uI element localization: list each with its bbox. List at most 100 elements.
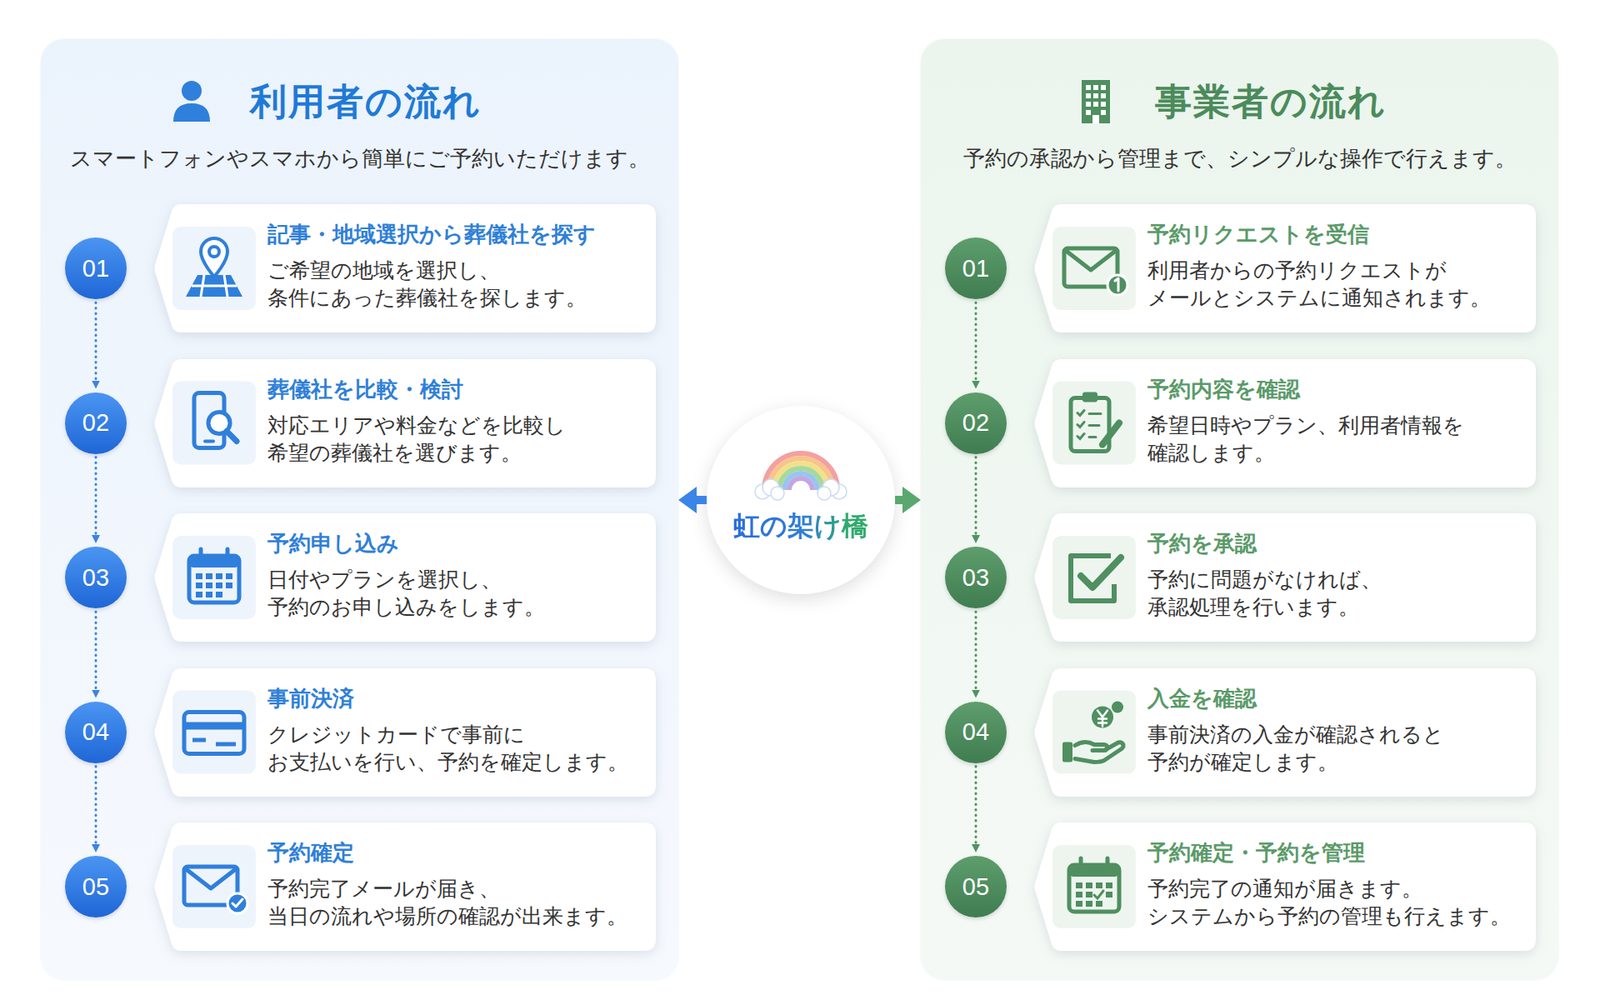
- credit-card-icon: [192, 738, 206, 743]
- step-connector: [975, 766, 978, 845]
- step-number-text: 05: [65, 855, 127, 918]
- building-icon: [1100, 93, 1106, 99]
- building-icon: [1092, 115, 1100, 124]
- calendar-icon: [195, 582, 203, 589]
- calendar-check-icon: [1105, 882, 1113, 889]
- building-icon: [1100, 110, 1106, 115]
- step-number: 05: [945, 855, 1007, 918]
- hub-label: 虹の架け橋: [733, 509, 869, 543]
- flow-panel: 事業者の流れ予約の承認から管理まで、シンプルな操作で行えます。 01 予約リクエスト…: [920, 39, 1559, 980]
- phone-search-icon: [172, 381, 256, 465]
- mail-check-icon: [184, 866, 238, 905]
- rainbow-illustration: [769, 458, 833, 490]
- phone-search-icon: [172, 381, 256, 465]
- map-icon: [172, 226, 256, 310]
- card-shape: [1035, 513, 1537, 642]
- payment-hand-icon: [1097, 710, 1108, 727]
- mail-check-icon: [227, 893, 248, 914]
- calendar-icon: [205, 582, 213, 589]
- step-title: 予約確定: [267, 838, 355, 867]
- step-description: 対応エリアや料金などを比較し 希望の葬儀社を選びます。: [267, 411, 647, 467]
- calendar-icon: [189, 555, 240, 568]
- step-connector: [95, 457, 98, 536]
- step-connector: [975, 302, 978, 381]
- step-number-text: 01: [65, 237, 127, 300]
- step-number-text: 02: [65, 392, 127, 455]
- step-title: 事前決済: [267, 684, 355, 713]
- approve-check-icon: [1052, 535, 1136, 620]
- building-icon: [1093, 85, 1099, 90]
- step-number: 03: [945, 546, 1007, 609]
- step-description: クレジットカードで事前に お支払いを行い、予約を確定します。: [267, 720, 647, 776]
- rainbow-illustration: [770, 486, 785, 500]
- step-connector: [975, 611, 978, 690]
- credit-card-icon: [184, 722, 245, 730]
- calendar-check-icon: [1075, 900, 1083, 907]
- card-shape: [1035, 822, 1537, 951]
- step-connector: [95, 766, 98, 845]
- step-description: ご希望の地域を選択し、 条件にあった葬儀社を探します。: [267, 256, 647, 312]
- step-description: 日付やプランを選択し、 予約のお申し込みをします。: [267, 565, 647, 621]
- map-icon: [185, 275, 243, 297]
- calendar-icon: [200, 549, 228, 561]
- calendar-check-icon: [1075, 891, 1083, 898]
- calendar-check-icon: [1085, 891, 1093, 898]
- step-card: 予約内容を確認希望日時やプラン、利用者情報を 確認します。: [1034, 359, 1536, 488]
- mail-badge-icon: [1052, 226, 1136, 310]
- credit-card-icon: [215, 742, 236, 747]
- step-title: 葬儀社を比較・検討: [267, 375, 464, 404]
- step-title: 記事・地域選択から葬儀社を探す: [267, 220, 596, 249]
- clipboard-icon: [1089, 414, 1101, 438]
- approve-check-icon: [1052, 535, 1136, 620]
- calendar-check-icon: [1094, 890, 1104, 899]
- phone-search-icon: [194, 393, 225, 449]
- flow-panel: 利用者の流れスマートフォンやスマホから簡単にご予約いただけます。01記事・地域選…: [40, 39, 679, 980]
- step-description: 予約完了の通知が届きます。 システムから予約の管理も行えます。: [1147, 875, 1527, 930]
- calendar-icon: [172, 535, 256, 620]
- step-card: 記事・地域選択から葬儀社を探すご希望の地域を選択し、 条件にあった葬儀社を探しま…: [154, 204, 656, 333]
- step-title: 予約リクエストを受信: [1147, 220, 1370, 249]
- clipboard-icon: [1100, 442, 1105, 449]
- panel-subtitle: 予約の承認から管理まで、シンプルな操作で行えます。: [920, 143, 1559, 174]
- step-number: 04: [65, 701, 127, 764]
- step-title: 予約申し込み: [267, 529, 400, 558]
- calendar-icon: [215, 591, 223, 598]
- payment-hand-icon: [1052, 690, 1136, 775]
- card-shape: [155, 822, 657, 951]
- approve-check-icon: [1070, 555, 1115, 601]
- credit-card-icon: [184, 712, 245, 755]
- clipboard-icon: [1077, 410, 1085, 440]
- flow-arrow: [696, 495, 707, 505]
- step-number: 01: [65, 237, 127, 300]
- phone-search-icon: [226, 431, 237, 442]
- calendar-icon: [189, 555, 240, 603]
- calendar-icon: [195, 591, 203, 598]
- user-icon: [181, 80, 202, 101]
- step-number-text: 03: [945, 546, 1007, 609]
- step-number-text: 01: [945, 237, 1007, 300]
- step-card: 入金を確認事前決済の入金が確認されると 予約が確定します。: [1034, 668, 1536, 797]
- rainbow-illustration: [822, 479, 840, 496]
- building-icon: [1081, 80, 1110, 124]
- card-shape: [1035, 668, 1537, 797]
- panel-title: 事業者の流れ: [1155, 77, 1387, 126]
- calendar-check-icon: [1052, 845, 1136, 929]
- building-icon: [1085, 85, 1091, 90]
- step-description: 希望日時やプラン、利用者情報を 確認します。: [1147, 411, 1527, 467]
- step-card: 予約を承認予約に問題がなければ、 承認処理を行います。: [1034, 513, 1536, 642]
- building-icon: [1085, 110, 1091, 115]
- payment-hand-icon: [1052, 690, 1136, 775]
- mail-badge-icon: [1115, 278, 1119, 291]
- map-icon: [172, 226, 256, 310]
- calendar-icon: [172, 535, 256, 620]
- card-shape: [155, 204, 657, 333]
- calendar-check-icon: [1085, 882, 1093, 889]
- building-icon: [1085, 101, 1091, 107]
- calendar-check-icon: [1095, 882, 1103, 889]
- step-description: 事前決済の入金が確認されると 予約が確定します。: [1147, 720, 1527, 776]
- payment-hand-icon: [1062, 742, 1073, 763]
- clipboard-icon: [1102, 423, 1120, 445]
- calendar-check-icon: [1085, 900, 1093, 907]
- rainbow-illustration: [779, 468, 823, 490]
